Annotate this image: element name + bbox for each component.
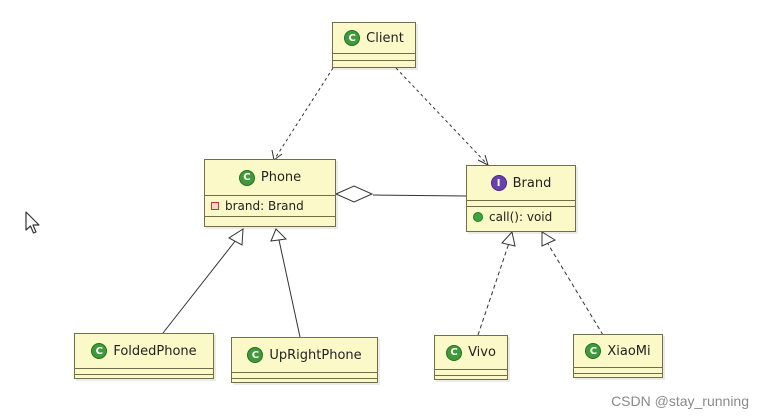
class-header: C XiaoMi bbox=[574, 335, 662, 367]
dependency-client-phone bbox=[273, 67, 334, 161]
aggregation-line bbox=[372, 194, 467, 197]
class-name: Brand bbox=[512, 175, 552, 191]
class-phone[interactable]: C Phone brand: Brand bbox=[204, 159, 336, 227]
class-vivo[interactable]: C Vivo bbox=[434, 335, 508, 380]
class-icon: C bbox=[585, 343, 602, 359]
operations-compartment bbox=[205, 216, 335, 224]
class-name: Phone bbox=[260, 170, 302, 185]
realization-vivo-brand bbox=[477, 242, 510, 336]
class-header: C FoldedPhone bbox=[75, 334, 213, 368]
class-name: XiaoMi bbox=[607, 343, 651, 359]
attributes-compartment: brand: Brand bbox=[205, 195, 335, 216]
class-name: Client bbox=[366, 30, 404, 46]
attributes-compartment bbox=[574, 367, 662, 373]
realization-xiaomi-brand bbox=[547, 243, 604, 336]
aggregation-diamond bbox=[334, 185, 374, 203]
operations-compartment bbox=[75, 374, 213, 380]
attributes-compartment bbox=[435, 369, 507, 375]
field-text: brand: Brand bbox=[225, 199, 304, 213]
class-name: Vivo bbox=[468, 345, 496, 360]
attributes-compartment bbox=[75, 368, 213, 374]
class-header: C Phone bbox=[205, 160, 335, 195]
class-header: C Client bbox=[333, 23, 415, 53]
class-icon: C bbox=[344, 30, 361, 46]
class-name: FoldedPhone bbox=[113, 343, 197, 359]
class-name: UpRightPhone bbox=[269, 347, 362, 363]
realization-arrow-vivo bbox=[501, 230, 516, 247]
class-client[interactable]: C Client bbox=[332, 22, 416, 68]
generalization-arrow-folded bbox=[228, 228, 244, 246]
interface-brand[interactable]: I Brand call(): void bbox=[466, 165, 576, 232]
class-icon: C bbox=[247, 347, 264, 363]
class-icon: C bbox=[238, 169, 255, 186]
watermark-text: CSDN @stay_running bbox=[611, 393, 749, 409]
public-method-icon bbox=[473, 212, 483, 222]
class-uprightphone[interactable]: C UpRightPhone bbox=[231, 337, 378, 383]
class-icon: C bbox=[446, 344, 463, 361]
attributes-compartment bbox=[333, 53, 415, 60]
class-xiaomi[interactable]: C XiaoMi bbox=[573, 334, 663, 378]
generalization-arrow-upright bbox=[270, 228, 288, 242]
realization-arrow-xiaomi bbox=[541, 231, 557, 247]
method-row[interactable]: call(): void bbox=[467, 207, 575, 227]
operations-compartment bbox=[232, 378, 377, 384]
method-text: call(): void bbox=[489, 210, 553, 224]
operations-compartment bbox=[333, 60, 415, 67]
interface-icon: I bbox=[490, 175, 507, 191]
mouse-cursor-icon bbox=[25, 211, 40, 234]
operations-compartment bbox=[435, 375, 507, 381]
class-header: C UpRightPhone bbox=[232, 338, 377, 372]
class-foldedphone[interactable]: C FoldedPhone bbox=[74, 333, 214, 379]
generalization-folded-phone bbox=[162, 239, 237, 334]
private-field-icon bbox=[211, 202, 219, 210]
attributes-compartment bbox=[467, 200, 575, 206]
class-icon: C bbox=[91, 343, 108, 359]
operations-compartment bbox=[574, 373, 662, 379]
attributes-compartment bbox=[232, 372, 377, 378]
field-row[interactable]: brand: Brand bbox=[205, 196, 335, 216]
dependency-client-brand bbox=[395, 67, 489, 166]
class-header: C Vivo bbox=[435, 336, 507, 369]
generalization-upright-phone bbox=[278, 239, 301, 338]
operations-compartment: call(): void bbox=[467, 206, 575, 227]
class-header: I Brand bbox=[467, 166, 575, 200]
